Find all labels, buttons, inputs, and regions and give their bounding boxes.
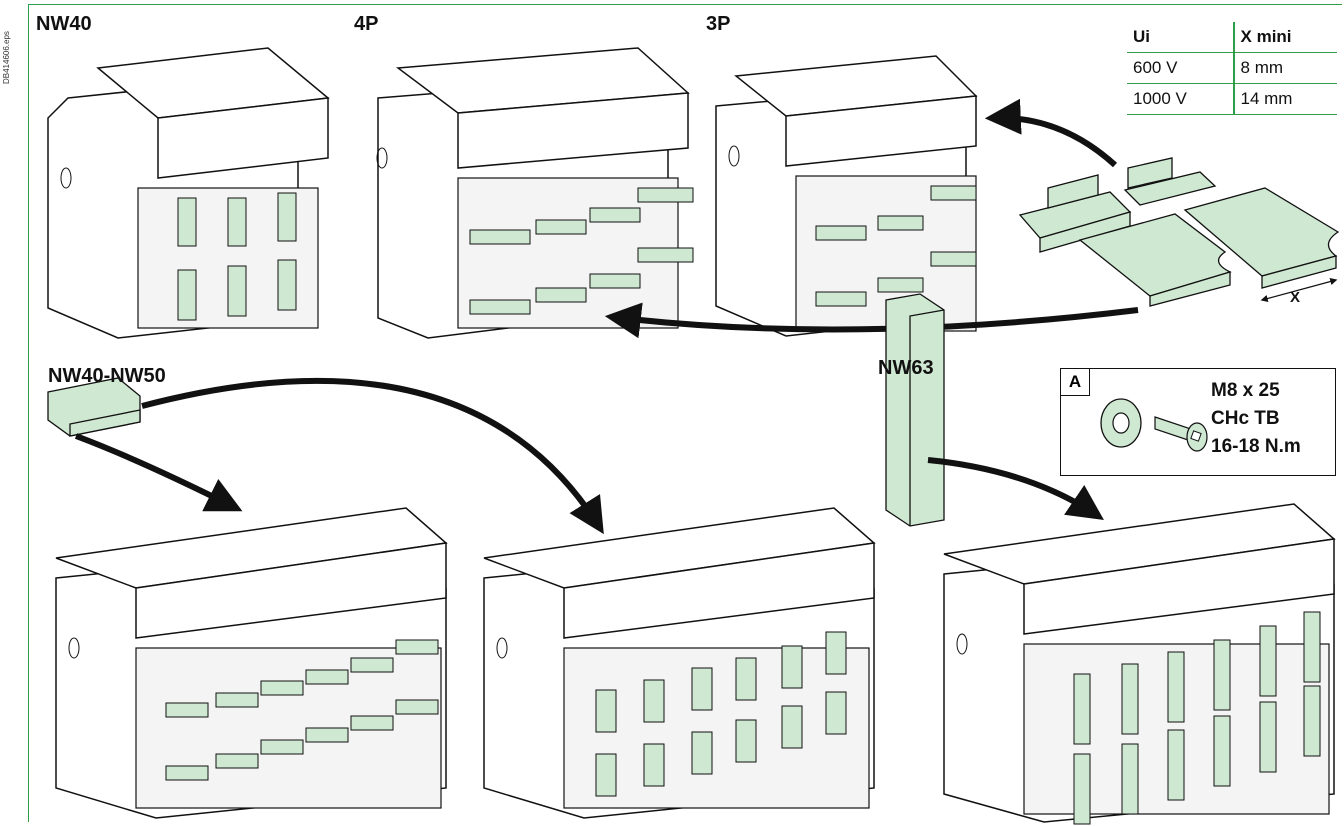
screw-size: M8 x 25 [1211,380,1280,401]
table-row: 600 V 8 mm [1127,52,1337,84]
table-cell: 1000 V [1127,83,1234,115]
table-cell: 600 V [1127,52,1234,84]
label-nw63: NW63 [878,357,934,379]
arrow-to-3p [984,98,1118,168]
screw-spec-text: M8 x 25 CHc TB 16-18 N.m [1211,377,1301,461]
inset-tag: A [1061,369,1090,396]
label-3p: 3P [706,13,730,35]
dimension-x-label: X [1290,289,1300,306]
breaker-nw40 [47,47,330,339]
table-header-row: Ui X mini [1127,22,1337,53]
table-header-x-mini: X mini [1232,22,1337,53]
connection-pieces [1018,157,1340,307]
screw-torque: 16-18 N.m [1211,436,1301,457]
breaker-3p [715,55,978,337]
breaker-nw63 [943,503,1336,825]
screw-spec-inset: A M8 x 25 CHc TB 16-18 N.m [1060,368,1336,476]
arrow-to-4p [604,302,1139,339]
table-cell: 8 mm [1232,52,1337,84]
washer-screw-icon [1100,398,1208,452]
breaker-nw40-nw50-vertical [483,507,876,819]
label-nw40-nw50: NW40-NW50 [48,365,166,387]
arrow-nw40-nw50-right [141,377,604,535]
arrow-nw63 [927,457,1104,521]
nw40-nw50-connector [47,377,141,437]
clearance-table: Ui X mini 600 V 8 mm 1000 V 14 mm [1127,22,1337,115]
arrow-nw40-nw50-left [74,433,243,512]
nw63-connector [885,293,945,527]
label-nw40: NW40 [36,13,92,35]
figure-frame [28,4,1342,822]
breaker-nw40-nw50-horizontal [55,507,448,819]
label-4p: 4P [354,13,378,35]
table-header-ui: Ui [1127,22,1234,53]
table-row: 1000 V 14 mm [1127,83,1337,115]
screw-type: CHc TB [1211,408,1280,429]
breaker-4p [376,47,694,339]
dimension-x [1260,278,1338,302]
table-cell: 14 mm [1232,83,1337,115]
